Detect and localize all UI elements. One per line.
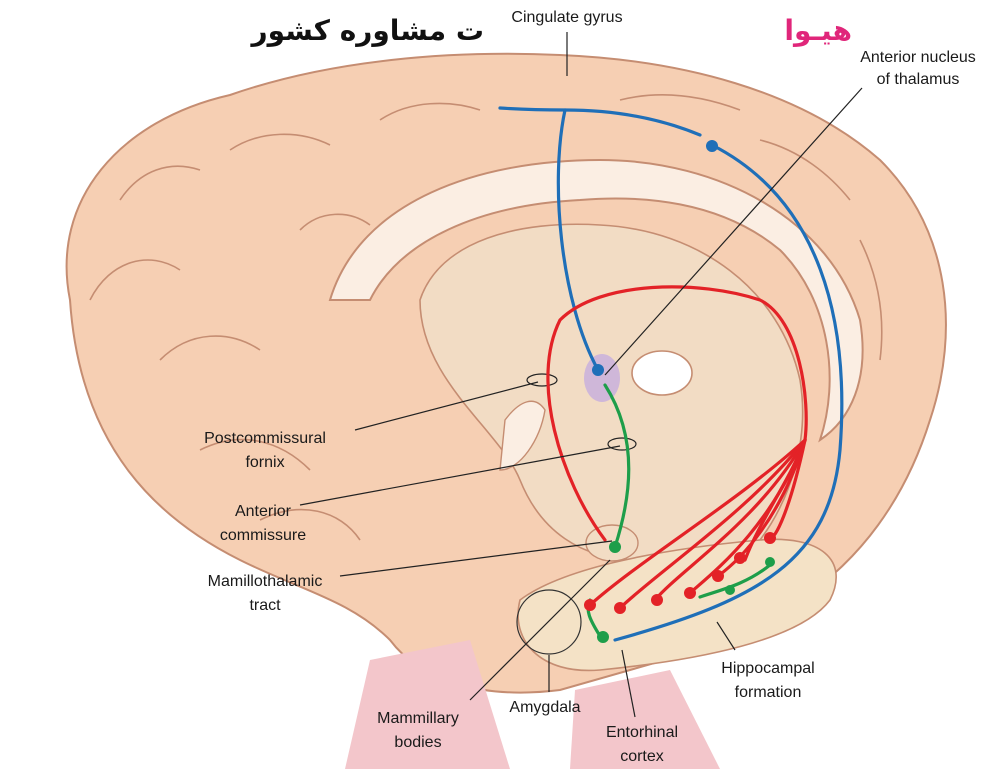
red-terminal-5: [712, 570, 724, 582]
blue-terminal-thalamus: [592, 364, 604, 376]
green-terminal-hippo-1: [725, 585, 735, 595]
red-terminal-3: [651, 594, 663, 606]
label-anterior-commissure-2: commissure: [220, 527, 306, 544]
label-hippocampal-1: Hippocampal: [721, 660, 814, 677]
label-postcommissural-1: Postcommissural: [204, 430, 326, 447]
blue-terminal-cingulate: [706, 140, 718, 152]
label-cingulate-gyrus: Cingulate gyrus: [511, 9, 622, 26]
green-terminal-mammillary: [609, 541, 621, 553]
anterior-nucleus-shape: [584, 354, 620, 402]
label-entorhinal-1: Entorhinal: [606, 724, 678, 741]
red-terminal-4: [684, 587, 696, 599]
label-anterior-commissure-1: Anterior: [235, 503, 292, 520]
label-amygdala: Amygdala: [509, 699, 580, 716]
red-terminal-2: [614, 602, 626, 614]
label-hippocampal-2: formation: [735, 684, 802, 701]
red-terminal-7: [764, 532, 776, 544]
label-entorhinal-2: cortex: [620, 748, 664, 765]
label-mammillary-2: bodies: [394, 734, 441, 751]
label-mammillary-1: Mammillary: [377, 710, 459, 727]
interthalamic-adhesion: [632, 351, 692, 395]
label-mamillothalamic-1: Mamillothalamic: [208, 573, 323, 590]
label-mamillothalamic-2: tract: [249, 597, 281, 614]
red-terminal-1: [584, 599, 596, 611]
label-anterior-nucleus-1: Anterior nucleus: [860, 49, 976, 66]
label-postcommissural-2: fornix: [245, 454, 284, 471]
green-terminal-entorhinal: [597, 631, 609, 643]
watermark-brand: هیـوا: [784, 14, 852, 47]
red-terminal-6: [734, 552, 746, 564]
green-terminal-hippo-2: [765, 557, 775, 567]
label-anterior-nucleus-2: of thalamus: [877, 71, 960, 88]
watermark-text: ت مشاوره کشور: [250, 14, 484, 47]
